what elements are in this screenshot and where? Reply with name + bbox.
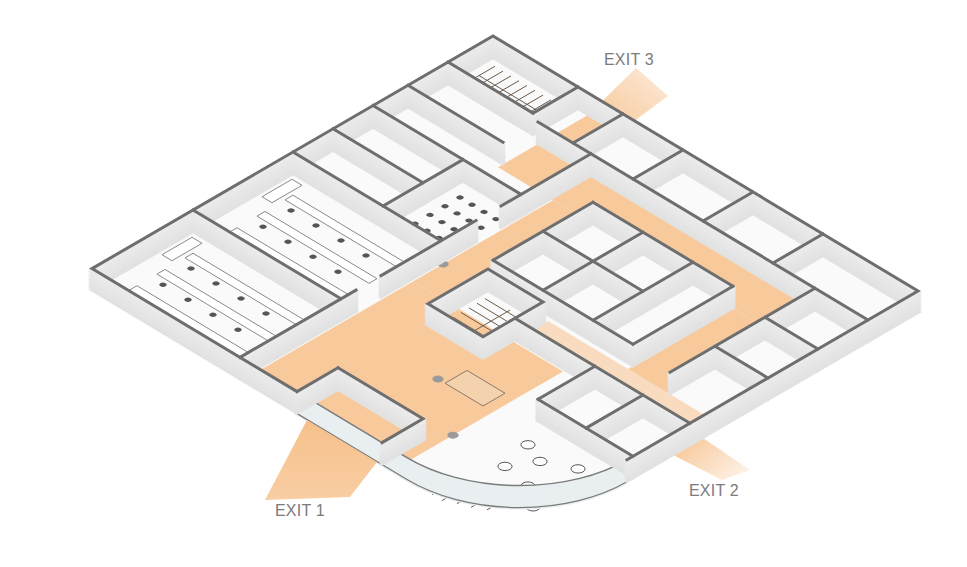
walls — [92, 36, 918, 546]
exit-arrow — [265, 420, 377, 500]
reception-desk — [445, 370, 505, 406]
exit-label: EXIT 1 — [275, 502, 325, 520]
exit-label: EXIT 3 — [604, 51, 654, 69]
exit-label: EXIT 2 — [689, 482, 739, 500]
